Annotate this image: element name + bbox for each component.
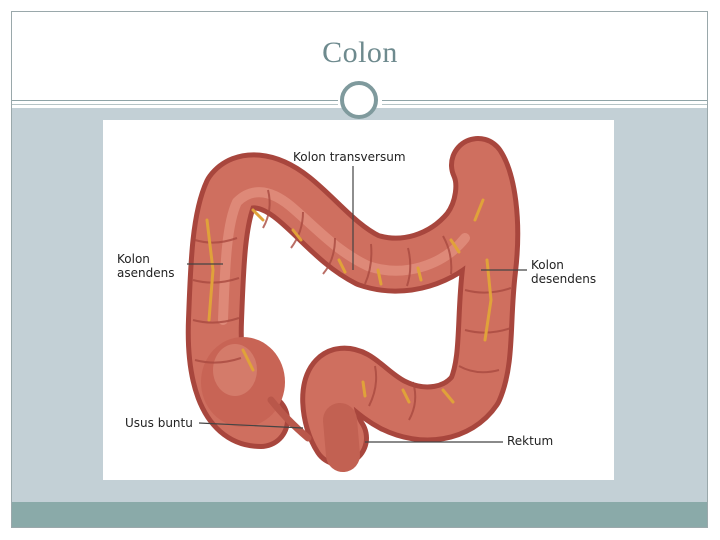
rectum <box>340 420 343 455</box>
label-kolon-desendens-line1: Kolon <box>531 258 596 272</box>
divider-circle-ornament <box>340 81 378 119</box>
title-divider-left <box>12 100 338 101</box>
title-divider-right <box>382 100 707 101</box>
label-kolon-asendens: Kolon asendens <box>117 252 174 280</box>
cecum-highlight <box>213 344 257 396</box>
label-usus-buntu: Usus buntu <box>125 416 193 430</box>
title-divider-right-secondary <box>382 104 707 105</box>
label-kolon-transversum: Kolon transversum <box>293 150 406 164</box>
label-kolon-asendens-line1: Kolon <box>117 252 174 266</box>
footer-band <box>12 502 707 527</box>
slide-title: Colon <box>0 36 720 70</box>
title-divider-left-secondary <box>12 104 338 105</box>
colon-anatomy-figure: Kolon transversum Kolon asendens Kolon d… <box>103 120 614 480</box>
label-kolon-desendens: Kolon desendens <box>531 258 596 286</box>
label-kolon-asendens-line2: asendens <box>117 266 174 280</box>
label-rektum: Rektum <box>507 434 553 448</box>
label-kolon-desendens-line2: desendens <box>531 272 596 286</box>
